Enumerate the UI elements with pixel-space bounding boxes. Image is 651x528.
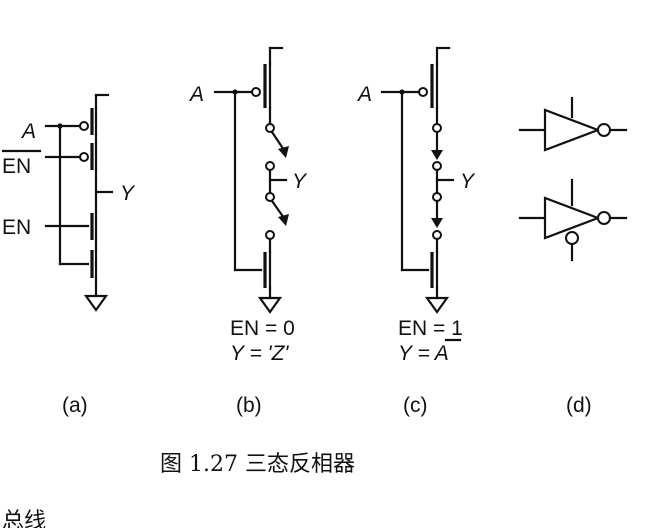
panel-a-input-a: A — [20, 120, 36, 143]
panel-a-output-y: Y — [120, 182, 136, 205]
panel-a-schematic — [44, 93, 114, 312]
panel-b-condition-en: EN = 0 — [230, 317, 295, 340]
panel-c-condition-en: EN = 1 — [398, 317, 463, 340]
panel-a-input-en-bar: EN — [2, 155, 31, 178]
panel-c-condition-y: Y = A — [398, 342, 449, 365]
panel-b-condition-y: Y = 'Z' — [230, 342, 289, 365]
bottom-text-fragment: 总线 — [2, 509, 46, 528]
panel-a-input-en: EN — [2, 216, 31, 239]
panel-a-label: (a) — [62, 394, 88, 417]
panel-b-input-a: A — [188, 83, 204, 106]
panel-c-schematic — [380, 46, 455, 314]
panel-c-condition-y-prefix: Y = — [398, 342, 435, 365]
panel-c-label: (c) — [403, 394, 428, 417]
figure-caption: 图 1.27 三态反相器 — [160, 452, 355, 477]
panel-b-label: (b) — [236, 394, 262, 417]
panel-d-label: (d) — [566, 394, 592, 417]
panel-d-symbols — [518, 96, 628, 262]
panel-b-output-y: Y — [292, 170, 308, 193]
panel-c-condition-y-var: A — [433, 342, 449, 365]
panel-c-input-a: A — [356, 83, 372, 106]
panel-c-output-y: Y — [460, 170, 476, 193]
panel-b-schematic — [213, 46, 289, 314]
